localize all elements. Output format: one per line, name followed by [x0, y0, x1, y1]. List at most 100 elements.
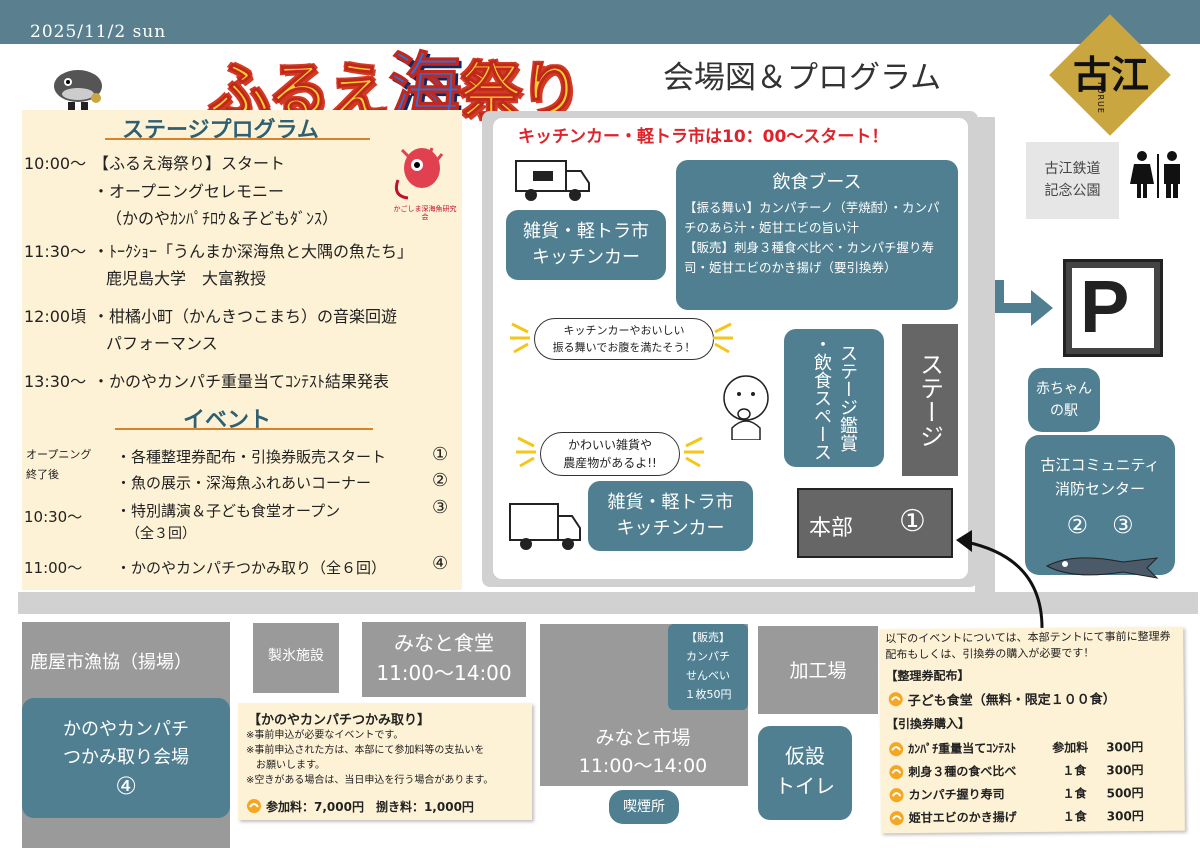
fishery-label: 鹿屋市漁協（揚場） [30, 652, 192, 673]
burst-lines-icon [516, 436, 536, 468]
senbei-sale: 【販売】 カンパチ せんべい １枚50円 [668, 624, 748, 710]
eating-person-icon [723, 375, 769, 440]
event-time-3: 10:30〜 [24, 508, 83, 526]
event-num-5: ④ [432, 553, 449, 574]
zakka-booth-bottom: 雑貨・軽トラ市 キッチンカー [588, 481, 753, 551]
stage-view-label: ステージ鑑賞 ・飲食スペース [811, 335, 858, 461]
ticket-price-name: カンパチ握り寿司 [908, 787, 1005, 803]
bullet-icon [889, 765, 904, 780]
ticket-price-unit: １食 [1062, 786, 1087, 801]
kanpachi-grab-venue: かのやカンパチ つかみ取り会場 ④ [22, 698, 230, 818]
event-date: 2025/11/2 sun [30, 22, 167, 42]
stage: ステージ [902, 324, 958, 476]
event-item-1: ・各種整理券配布・引換券販売スタート [116, 448, 387, 466]
community-label: 古江コミュニティ 消防センター [1040, 456, 1160, 498]
stage-view-space: ステージ鑑賞 ・飲食スペース [784, 329, 884, 467]
parking-label: P [1080, 265, 1130, 348]
stage-time-2: 11:30〜 [24, 242, 87, 261]
page-subtitle: 会場図＆プログラム [663, 60, 942, 96]
processing-plant: 加工場 [758, 626, 878, 714]
ticket-price-value: 500円 [1106, 786, 1144, 801]
event-time-5: 11:00〜 [24, 559, 83, 577]
ticket-price-name: 姫甘エビのかき揚げ [908, 810, 1017, 826]
bullet-icon [889, 742, 904, 757]
ticket-price-name: 刺身３種の食べ比べ [908, 764, 1017, 780]
grab-notice: 【かのやカンパチつかみ取り】 ※事前申込が必要なイベントです。 ※事前申込された… [238, 703, 532, 820]
ticket-section-1: 【整理券配布】 [885, 668, 970, 684]
stage-item-8: ・かのやカンパチ重量当てｺﾝﾃｽﾄ結果発表 [93, 372, 390, 391]
top-bar [0, 0, 1200, 44]
logo-text: 古江 [1072, 52, 1149, 97]
grab-notice-line: ※事前申込が必要なイベントです。 [246, 730, 404, 741]
baby-station: 赤ちゃん の駅 [1028, 368, 1100, 432]
grab-notice-title: 【かのやカンパチつかみ取り】 [248, 713, 431, 728]
grab-venue-number: ④ [115, 772, 137, 800]
kitchen-car-icon [515, 160, 590, 201]
grab-venue-label: かのやカンパチ つかみ取り会場 [63, 719, 189, 768]
burst-lines-icon [510, 322, 530, 354]
burst-lines-icon [684, 436, 704, 468]
food-booth-text: 【振る舞い】カンパチーノ（芋焼酎）・カンパチのあら汁・姫甘エビの旨い汁 【販売】… [684, 200, 940, 275]
zakka-booth-top: 雑貨・軽トラ市 キッチンカー [506, 210, 666, 280]
community-center: 古江コミュニティ 消防センター ② ③ [1025, 435, 1175, 575]
bullet-icon [889, 788, 904, 803]
parking-arrow-icon [995, 280, 1053, 326]
stage-program-underline [105, 138, 370, 140]
parking-lot: P [1063, 259, 1163, 357]
event-item-2: ・魚の展示・深海魚ふれあいコーナー [116, 474, 372, 492]
kitchen-start-notice: キッチンカー・軽トラ市は10：00〜スタート！ [518, 127, 889, 147]
ticket-price-value: 300円 [1106, 809, 1144, 824]
bullet-icon [888, 692, 903, 707]
market-label: みなと市場 11:00〜14:00 [578, 727, 708, 777]
ticket-notice: 以下のイベントについては、本部テントにて事前に整理券配布もしくは、引換券の購入が… [879, 626, 1185, 834]
event-num-1: ① [432, 444, 449, 465]
minato-shokudo: みなと食堂 11:00〜14:00 [362, 622, 526, 697]
hq-number: ① [899, 504, 926, 539]
speech-bubble-2: かわいい雑貨や 農産物があるよ!! [540, 432, 680, 476]
grab-notice-line: お願いします。 [246, 760, 325, 771]
stage-time-1: 10:00〜 [24, 154, 87, 173]
food-booth: 飲食ブース 【振る舞い】カンパチーノ（芋焼酎）・カンパチのあら汁・姫甘エビの旨い… [676, 160, 958, 310]
railway-park: 古江鉄道 記念公園 [1026, 142, 1119, 219]
grab-notice-lines: ※事前申込が必要なイベントです。 ※事前申込された方は、本部にて参加料等の支払い… [246, 728, 493, 788]
event-item-3: ・特別講演＆子ども食堂オープン [116, 502, 341, 520]
side-road [975, 117, 995, 597]
grab-notice-fee: 参加料：7,000円 捌き料：1,000円 [266, 800, 474, 814]
headquarters: 本部 ① [797, 488, 953, 558]
event-time-1: オープニング 終了後 [26, 448, 92, 481]
stage-item-4: ・ﾄｰｸｼｮｰ「うんまか深海魚と大隅の魚たち」 [93, 242, 414, 261]
stage-item-7: パフォーマンス [106, 334, 218, 353]
curved-arrow-icon [956, 530, 1044, 629]
stage-item-1: 【ふるえ海祭り】スタート [93, 154, 286, 173]
smoking-area: 喫煙所 [609, 790, 679, 824]
hq-label: 本部 [809, 516, 854, 541]
ticket-price-unit: 参加料 [1052, 740, 1089, 755]
event-item-5: ・かのやカンパチつかみ取り（全６回） [116, 559, 387, 577]
ticket-intro: 以下のイベントについては、本部テントにて事前に整理券配布もしくは、引換券の購入が… [885, 629, 1171, 662]
stage-item-3: （かのやｶﾝﾊﾟﾁﾛｳ＆子どもﾀﾞﾝｽ） [106, 209, 339, 228]
stage-item-2: ・オープニングセレモニー [93, 182, 285, 201]
ticket-price-unit: １食 [1062, 809, 1087, 824]
bullet-icon [889, 811, 904, 826]
stage-item-5: 鹿児島大学 大富教授 [106, 269, 267, 288]
ticket-item-1: 子ども食堂（無料・限定１００食） [907, 692, 1116, 710]
temporary-toilet: 仮設 トイレ [758, 726, 852, 820]
ticket-section-2: 【引換券購入】 [885, 716, 971, 732]
badge-text: かごしま深海魚研究会 [393, 205, 457, 221]
logo-subtext: FURUE [1096, 82, 1105, 114]
stage-time-4: 13:30〜 [24, 372, 87, 391]
community-numbers: ② ③ [1066, 511, 1134, 539]
program-panel [22, 110, 462, 590]
ticket-price-name: ｶﾝﾊﾟﾁ重量当てｺﾝﾃｽﾄ [908, 741, 1017, 757]
ticket-price-value: 300円 [1106, 740, 1144, 755]
stage-label: ステージ [915, 352, 944, 448]
ticket-price-unit: １食 [1062, 763, 1087, 778]
truck-icon [509, 503, 581, 550]
grab-notice-line: ※事前申込された方は、本部にて参加料等の支払いを [246, 745, 485, 756]
event-item-3b: （全３回） [126, 526, 196, 542]
speech-bubble-1: キッチンカーやおいしい 振る舞いでお腹を満たそう！ [534, 318, 714, 360]
deep-sea-fish-badge-icon [394, 147, 444, 200]
bullet-icon [247, 799, 261, 813]
ice-facility: 製氷施設 [253, 623, 339, 693]
restroom-icon [1130, 151, 1180, 198]
